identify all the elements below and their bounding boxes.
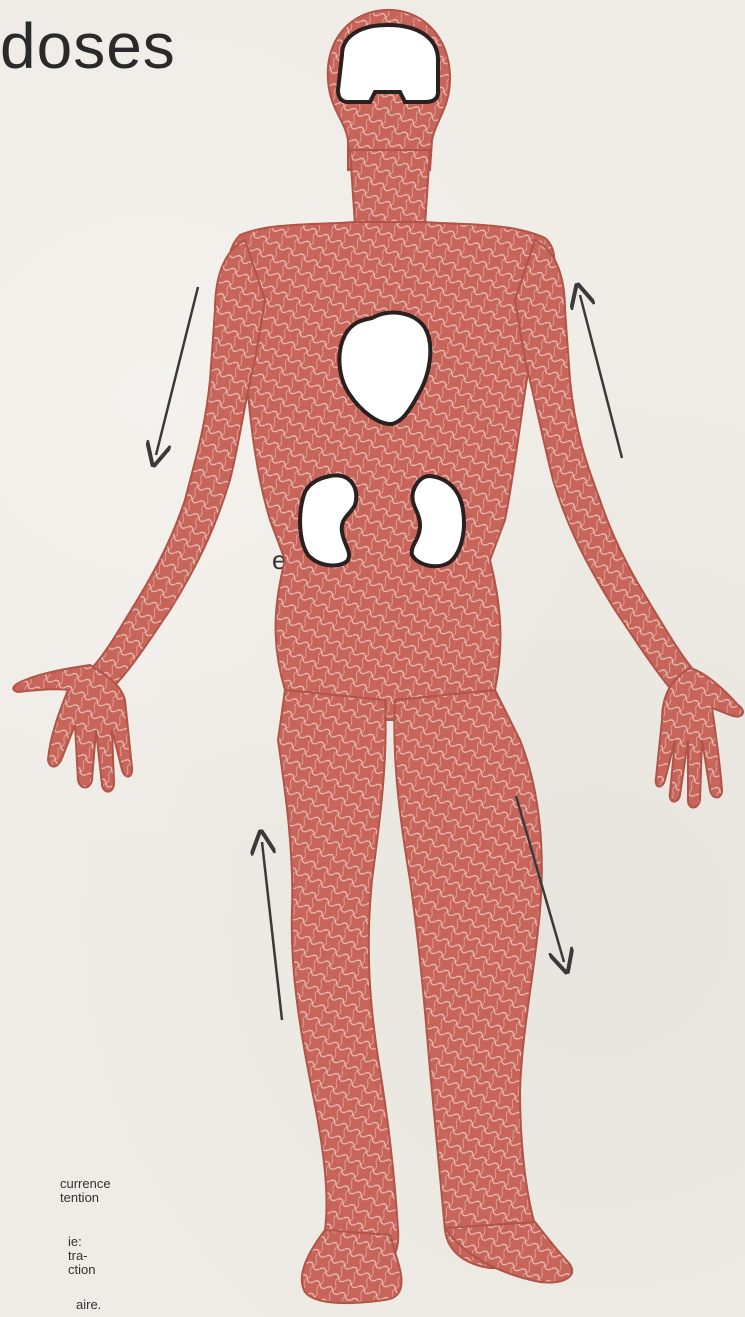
body-silhouette (13, 10, 743, 1303)
arrow-down-icon (156, 287, 198, 455)
brain-outline (338, 25, 438, 102)
arrow-up-icon (580, 295, 622, 458)
right-kidney-outline (412, 476, 464, 566)
arrow-up-icon (262, 842, 282, 1020)
